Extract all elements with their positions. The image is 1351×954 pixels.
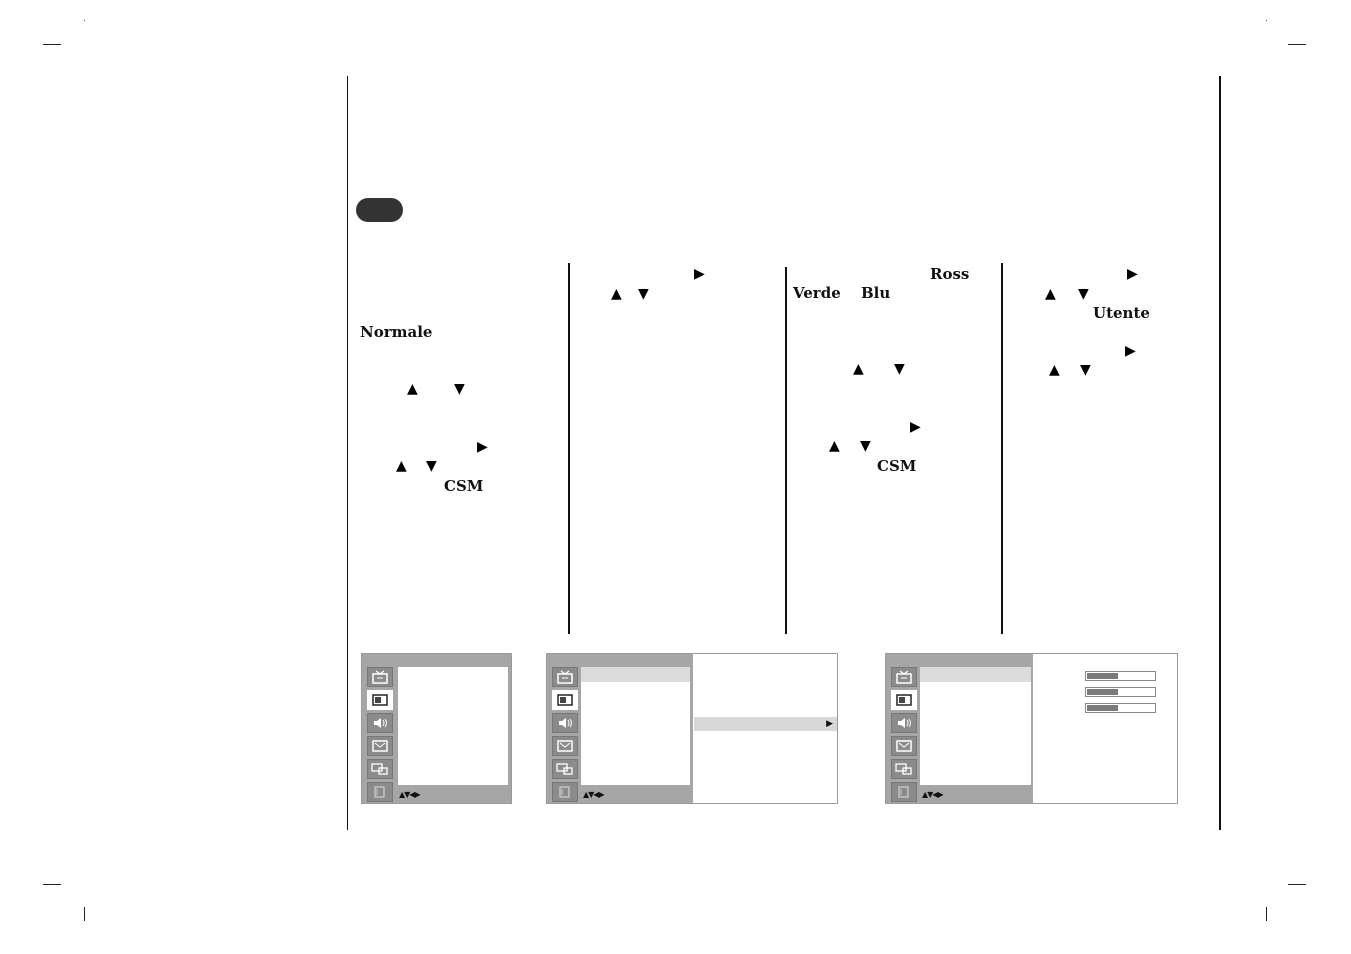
menu-item-sound[interactable] <box>552 713 578 733</box>
crop-mark <box>84 907 85 921</box>
menu-item-screen[interactable] <box>891 782 917 802</box>
label-csm: CSM <box>444 477 484 495</box>
nav-arrows-icon: ▲▼◀▶ <box>399 790 421 799</box>
up-arrow-icon: ▲ <box>853 361 864 377</box>
menu-panel: ▲▼◀▶ <box>886 654 1033 803</box>
crop-mark <box>1288 884 1306 885</box>
crop-dot <box>1266 20 1267 21</box>
bar-fill <box>1087 705 1118 711</box>
page-left-rule <box>347 76 348 830</box>
crop-mark <box>43 884 61 885</box>
menu-item-tv[interactable] <box>891 667 917 687</box>
menu-list <box>920 667 1031 785</box>
menu-screen-2: ▲▼◀▶ ▶ <box>546 653 838 804</box>
section-badge <box>356 198 403 222</box>
menu-item-screen[interactable] <box>552 782 578 802</box>
down-arrow-icon: ▼ <box>426 458 437 474</box>
label-blu: Blu <box>861 284 891 302</box>
menu-item-special[interactable] <box>552 759 578 779</box>
column-divider <box>568 263 570 634</box>
blue-level-bar <box>1085 703 1156 713</box>
menu-screen-3: ▲▼◀▶ <box>885 653 1178 804</box>
down-arrow-icon: ▼ <box>1078 286 1089 302</box>
up-arrow-icon: ▲ <box>407 381 418 397</box>
right-arrow-icon: ▶ <box>477 439 488 455</box>
menu-list <box>398 667 508 785</box>
menu-item-sound[interactable] <box>367 713 393 733</box>
right-arrow-icon: ▶ <box>1125 343 1136 359</box>
menu-item-screen[interactable] <box>367 782 393 802</box>
up-arrow-icon: ▲ <box>611 286 622 302</box>
up-arrow-icon: ▲ <box>1045 286 1056 302</box>
submenu-highlight-row: ▶ <box>694 717 837 731</box>
menu-item-picture[interactable] <box>552 690 578 710</box>
right-arrow-icon: ▶ <box>910 419 921 435</box>
nav-arrows-icon: ▲▼◀▶ <box>922 790 944 799</box>
menu-highlight-row <box>920 667 1031 682</box>
label-normale: Normale <box>360 323 433 341</box>
red-level-bar <box>1085 671 1156 681</box>
menu-item-tv[interactable] <box>367 667 393 687</box>
column-divider <box>1001 263 1003 634</box>
menu-highlight-row <box>581 667 690 682</box>
column-divider <box>785 267 787 634</box>
up-arrow-icon: ▲ <box>396 458 407 474</box>
up-arrow-icon: ▲ <box>829 438 840 454</box>
menu-icon-column <box>891 667 917 805</box>
green-level-bar <box>1085 687 1156 697</box>
nav-arrows-icon: ▲▼◀▶ <box>583 790 605 799</box>
menu-screen-1: ▲▼◀▶ <box>361 653 512 804</box>
crop-mark <box>43 44 61 45</box>
bar-fill <box>1087 673 1118 679</box>
menu-item-special[interactable] <box>891 759 917 779</box>
menu-item-sound[interactable] <box>891 713 917 733</box>
menu-panel: ▲▼◀▶ <box>547 654 693 803</box>
label-verde: Verde <box>793 284 841 302</box>
crop-dot <box>84 20 85 21</box>
down-arrow-icon: ▼ <box>860 438 871 454</box>
menu-item-tv[interactable] <box>552 667 578 687</box>
menu-item-picture[interactable] <box>891 690 917 710</box>
menu-item-picture[interactable] <box>367 690 393 710</box>
down-arrow-icon: ▼ <box>454 381 465 397</box>
menu-item-special[interactable] <box>367 759 393 779</box>
color-panel <box>1034 654 1177 803</box>
menu-icon-column <box>367 667 393 805</box>
menu-panel: ▲▼◀▶ <box>362 654 511 803</box>
right-arrow-icon: ▶ <box>694 266 705 282</box>
crop-mark <box>1288 44 1306 45</box>
label-utente: Utente <box>1093 304 1150 322</box>
bar-fill <box>1087 689 1118 695</box>
submenu-panel: ▶ <box>694 654 837 803</box>
page-right-rule <box>1219 76 1221 830</box>
label-ross: Ross <box>930 265 970 283</box>
menu-item-time[interactable] <box>367 736 393 756</box>
down-arrow-icon: ▼ <box>894 361 905 377</box>
menu-list <box>581 667 690 785</box>
down-arrow-icon: ▼ <box>1080 362 1091 378</box>
down-arrow-icon: ▼ <box>638 286 649 302</box>
label-csm: CSM <box>877 457 917 475</box>
up-arrow-icon: ▲ <box>1049 362 1060 378</box>
crop-mark <box>1266 907 1267 921</box>
menu-icon-column <box>552 667 578 805</box>
menu-item-time[interactable] <box>891 736 917 756</box>
right-arrow-icon: ▶ <box>1127 266 1138 282</box>
menu-item-time[interactable] <box>552 736 578 756</box>
submenu-arrow-icon: ▶ <box>826 719 833 729</box>
